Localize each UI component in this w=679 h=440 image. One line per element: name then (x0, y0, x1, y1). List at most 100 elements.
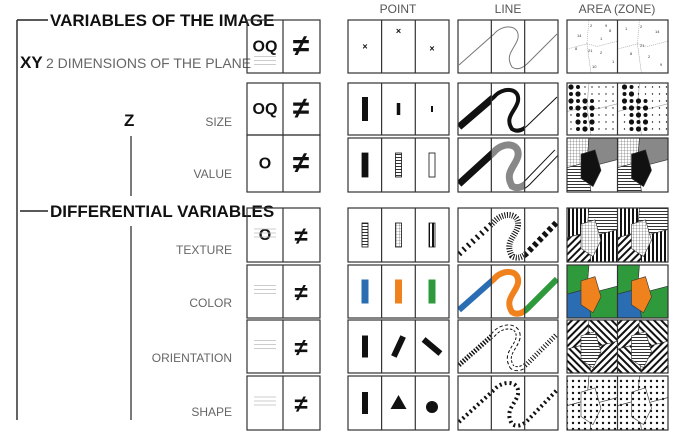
size-dot (582, 126, 588, 132)
size-dot (665, 107, 668, 109)
size-dot (643, 127, 648, 131)
xy-label: 2 DIMENSIONS OF THE PLANE (46, 55, 251, 71)
size-dot (644, 86, 647, 88)
zone (586, 40, 618, 74)
level-of-organization: OQ (253, 39, 278, 56)
point-cell-xy: ××× (347, 19, 450, 74)
zone-number: 2 (600, 50, 603, 55)
zone (637, 40, 669, 74)
size-dot (605, 107, 607, 109)
point-mark (421, 337, 443, 356)
point-mark: × (362, 42, 367, 52)
zone-number: 1 (600, 36, 603, 41)
line-cell-texture (457, 207, 559, 263)
size-dot (568, 98, 574, 104)
size-dot (658, 121, 661, 123)
selective-symbol: ≠ (294, 335, 307, 362)
zone (631, 219, 652, 258)
size-dot (570, 121, 572, 123)
size-dot (628, 105, 635, 111)
size-dot (568, 84, 574, 90)
size-dot (658, 93, 661, 95)
size-dot (612, 86, 614, 88)
size-dot (623, 128, 626, 130)
size-dot (636, 120, 641, 124)
point-cell-value (347, 137, 450, 193)
size-dot (591, 86, 593, 88)
point-cell-size (347, 82, 450, 136)
size-dot (658, 86, 661, 88)
size-dot (576, 127, 580, 131)
size-dot (612, 114, 614, 116)
area-cell-value (566, 137, 669, 193)
size-dot (591, 93, 593, 95)
zone (631, 276, 652, 314)
selective-symbol: ≠ (294, 391, 307, 418)
size-dot (637, 86, 640, 88)
point-cell-color (347, 264, 450, 319)
size-dot (642, 119, 649, 125)
size-dot (584, 93, 586, 95)
size-dot (612, 128, 614, 130)
point-mark (428, 279, 436, 304)
row-orientation: ORIENTATION≠ (152, 319, 669, 374)
zone-number: 8 (609, 28, 612, 33)
size-dot (642, 105, 649, 111)
zone (580, 387, 602, 426)
zone (631, 149, 652, 188)
row-label-texture: TEXTURE (176, 243, 232, 257)
size-dot (584, 86, 586, 88)
size-dot (598, 128, 600, 130)
zone-number: 21 (640, 43, 645, 48)
size-dot (576, 85, 580, 89)
title: VARIABLES OF THE IMAGE (50, 11, 274, 30)
point-cell-orientation (347, 319, 450, 374)
circle-shape (426, 401, 438, 413)
level-of-organization: OQ (253, 101, 278, 118)
line-mark (491, 269, 525, 317)
size-dot (635, 126, 642, 132)
size-dot (665, 121, 668, 123)
line-mark (524, 388, 559, 426)
size-dot (629, 85, 634, 89)
line-mark (458, 389, 492, 424)
size-dot (637, 93, 640, 95)
size-dot (651, 107, 654, 109)
selective-symbol: ≠ (293, 30, 310, 63)
column-header-line: LINE (495, 2, 522, 16)
triangle-shape (390, 395, 407, 409)
line-mark (524, 33, 558, 67)
zone (580, 276, 602, 314)
area-cell-shape (566, 375, 669, 431)
size-dot (583, 120, 587, 124)
zone-number: 21 (588, 48, 593, 53)
xy-bold: XY (20, 53, 43, 72)
zone (580, 219, 602, 258)
row-color: COLOR≠ (189, 264, 669, 319)
size-dot (583, 106, 587, 110)
size-dot (590, 113, 594, 117)
size-dot (598, 86, 600, 88)
size-dot (612, 121, 614, 123)
size-dot (570, 114, 572, 116)
point-mark (361, 279, 369, 304)
size-dot (576, 99, 580, 103)
size-dot (582, 98, 588, 104)
line-mark (491, 212, 525, 261)
line-mark (491, 26, 525, 70)
size-dot (658, 114, 661, 116)
size-dot (570, 128, 572, 130)
line-cell-size (457, 82, 559, 136)
size-dot (622, 106, 627, 110)
size-dot (582, 112, 588, 118)
size-dot (651, 128, 654, 130)
size-dot (605, 86, 607, 88)
size-dot (665, 100, 668, 102)
size-dot (621, 98, 628, 104)
zone-number: 1 (612, 59, 615, 64)
size-dot (636, 106, 641, 110)
area-cell-color (566, 264, 669, 319)
size-dot (629, 127, 634, 131)
